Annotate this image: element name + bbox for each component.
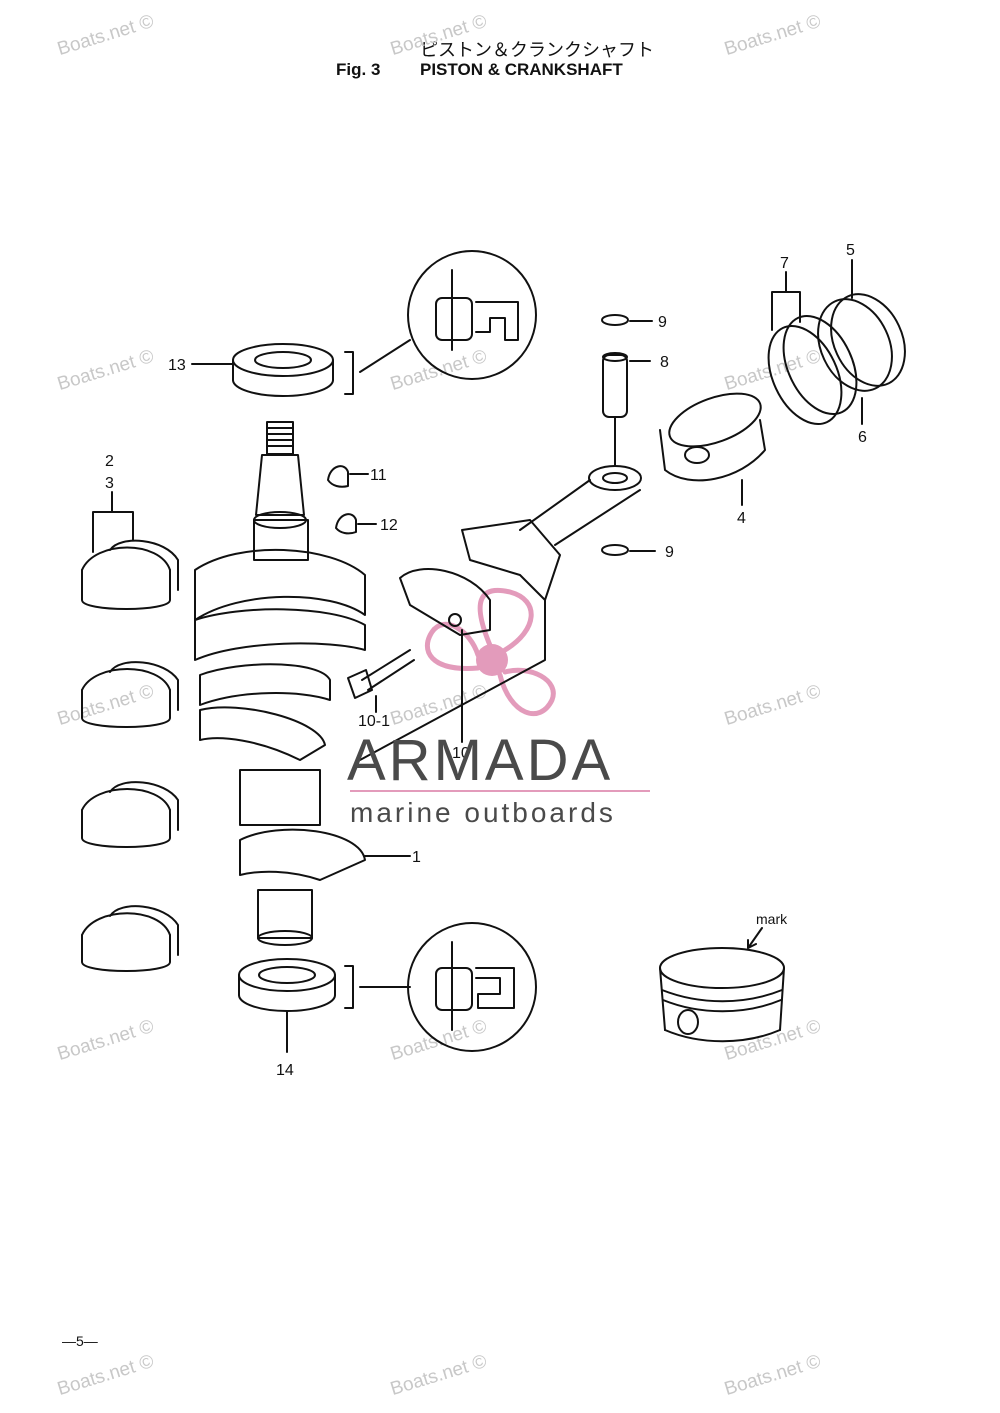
main-bearing-set	[81, 539, 179, 972]
figure-label: Fig. 3	[336, 60, 381, 79]
leader-2-3	[92, 491, 134, 553]
logo-tagline: marine outboards	[350, 797, 616, 828]
piston-pin-8	[602, 352, 628, 418]
callout-9-bottom: 9	[665, 544, 674, 561]
logo-name: ARMADA	[347, 728, 614, 793]
piston-mark-view	[659, 947, 785, 1043]
callout-9-top: 9	[658, 314, 667, 331]
callout-2: 2	[105, 453, 114, 470]
seal-detail-circle-bottom	[407, 922, 537, 1052]
figure-title: PISTON & CRANKSHAFT	[420, 60, 623, 79]
callout-10: 10	[452, 745, 470, 762]
page-number: —5—	[62, 1333, 98, 1349]
callout-1: 1	[412, 849, 421, 866]
callout-7: 7	[780, 255, 789, 272]
crankshaft-1	[194, 421, 366, 946]
callout-3: 3	[105, 475, 114, 492]
title-japanese: ピストン＆クランクシャフト	[420, 40, 654, 61]
piston-4	[659, 392, 766, 482]
mark-arrow	[747, 927, 763, 949]
callout-8: 8	[660, 354, 669, 371]
callout-4: 4	[737, 510, 746, 527]
oil-seal-14	[238, 958, 336, 1012]
callout-12: 12	[380, 517, 398, 534]
key-12	[335, 513, 357, 535]
circlip-9-top	[601, 314, 629, 326]
rod-bolt-10-1	[347, 649, 415, 699]
piston-ring-set	[767, 293, 906, 426]
oil-seal-13	[232, 343, 334, 397]
leader-13	[359, 339, 411, 373]
callout-14: 14	[276, 1062, 294, 1079]
seal-detail-circle-top	[407, 250, 537, 380]
leader-10	[359, 599, 546, 761]
bracket-14	[344, 965, 354, 1009]
connecting-rod-10	[461, 465, 642, 601]
circlip-9-bottom	[601, 544, 629, 556]
armada-propeller-logo	[425, 587, 556, 717]
logo-divider	[350, 790, 650, 792]
callout-13: 13	[168, 357, 186, 374]
callout-10-1: 10-1	[358, 713, 390, 730]
bracket-13	[344, 351, 354, 395]
key-11	[327, 465, 349, 488]
callout-mark: mark	[756, 911, 788, 927]
callout-5: 5	[846, 242, 855, 259]
callout-6: 6	[858, 429, 867, 446]
rod-cap	[399, 568, 491, 636]
callout-11: 11	[370, 467, 387, 484]
leader-7	[771, 271, 801, 331]
